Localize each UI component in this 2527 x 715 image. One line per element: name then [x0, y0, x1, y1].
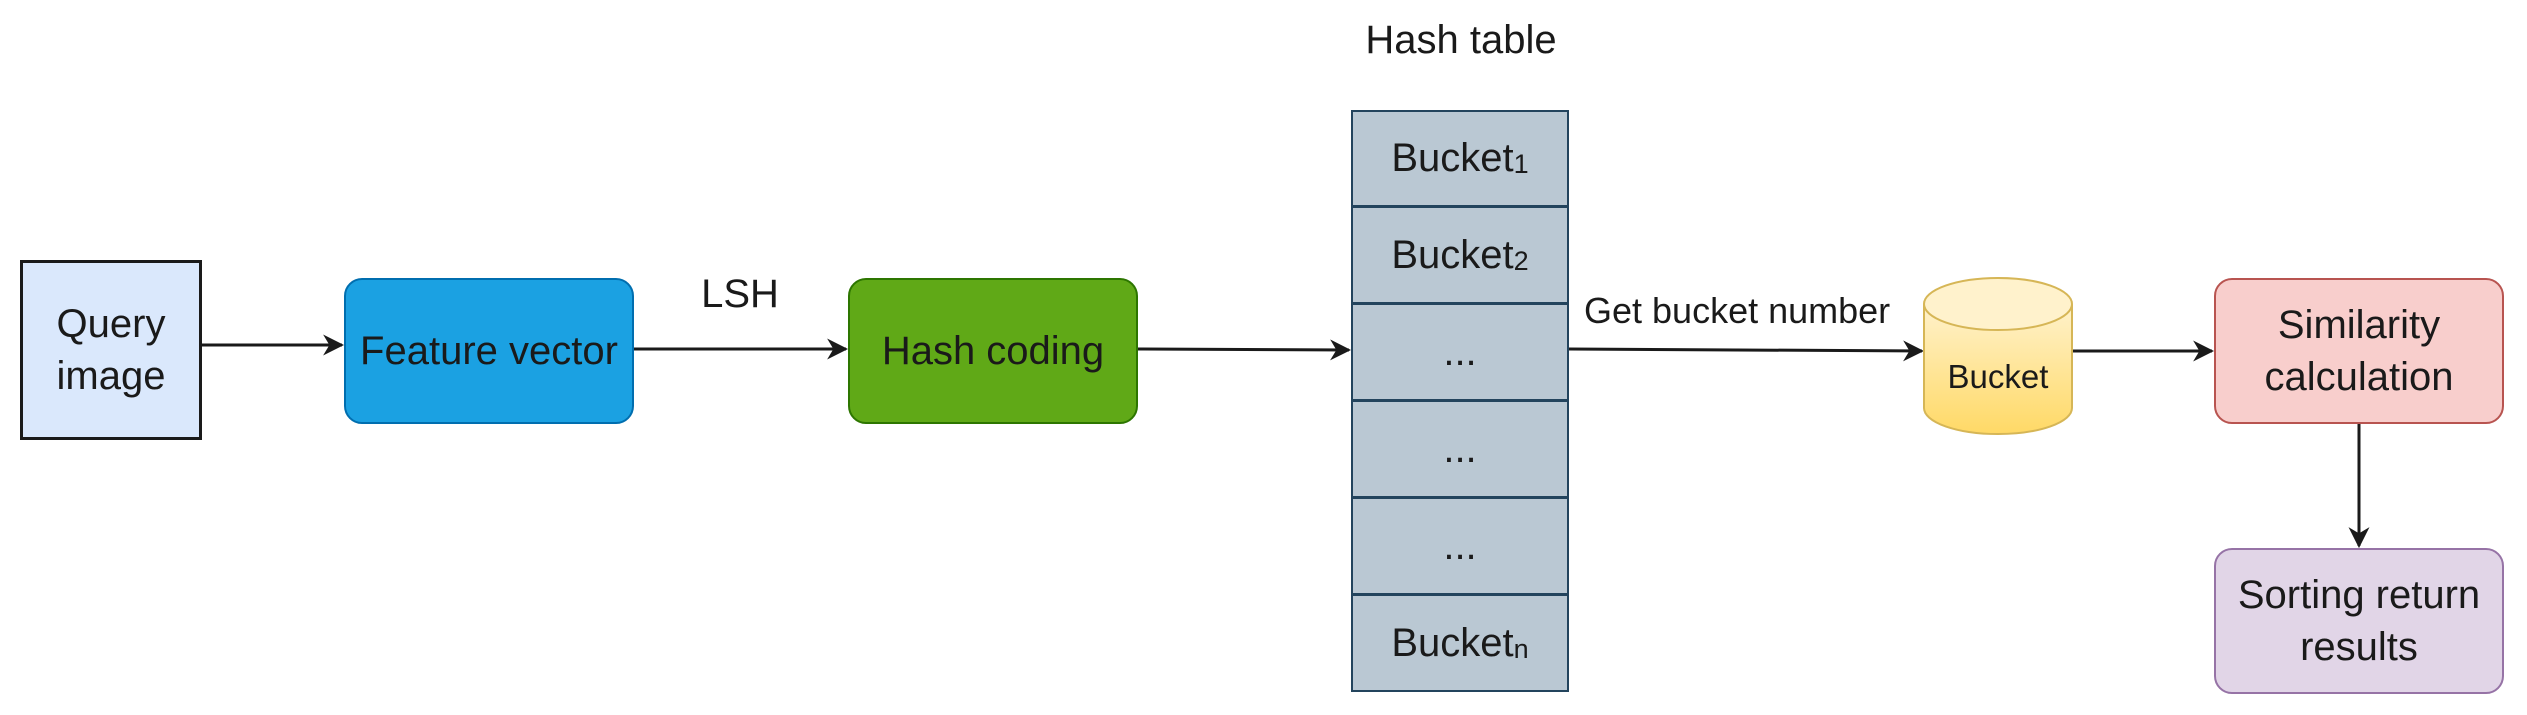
- edge-label-get-bucket-number: Get bucket number: [1584, 290, 1891, 331]
- sorting-line-2: results: [2300, 625, 2418, 669]
- row-text: Bucket: [1391, 136, 1514, 180]
- hash-table-row: ...: [1351, 401, 1569, 498]
- row-text: ...: [1443, 426, 1477, 471]
- query-image-line-2: image: [56, 354, 166, 398]
- hash-coding-node: Hash coding: [848, 278, 1138, 424]
- hash-table-row: ...: [1351, 498, 1569, 595]
- query-image-line-1: Query: [56, 302, 166, 346]
- sorting-line-1: Sorting return: [2237, 573, 2481, 617]
- bucket-cylinder: [1923, 277, 2073, 435]
- row-subscript: n: [1513, 633, 1529, 664]
- row-text: Bucket: [1391, 620, 1514, 665]
- hash-table-row: ...: [1351, 304, 1569, 401]
- similarity-line-1: Similarity: [2277, 303, 2441, 347]
- hash-table-title: Hash table: [1365, 18, 1557, 62]
- sorting-return-results-node: Sorting return results: [2214, 548, 2504, 694]
- bucket-cylinder-label: Bucket: [1947, 358, 2049, 395]
- query-image-node: Query image: [20, 260, 202, 440]
- row-subscript: 2: [1513, 245, 1529, 276]
- row-text: Bucket: [1391, 232, 1514, 277]
- feature-vector-node: Feature vector: [344, 278, 634, 424]
- similarity-line-2: calculation: [2264, 355, 2454, 399]
- similarity-calculation-node: Similarity calculation: [2214, 278, 2504, 424]
- row-text: ...: [1443, 329, 1477, 374]
- row-text: ...: [1443, 523, 1477, 568]
- edge-label-lsh: LSH: [701, 272, 779, 316]
- row-subscript: 1: [1513, 149, 1529, 179]
- edge-table-to-bucket: [1568, 340, 1925, 362]
- edge-hash-coding-to-table: [1137, 339, 1352, 361]
